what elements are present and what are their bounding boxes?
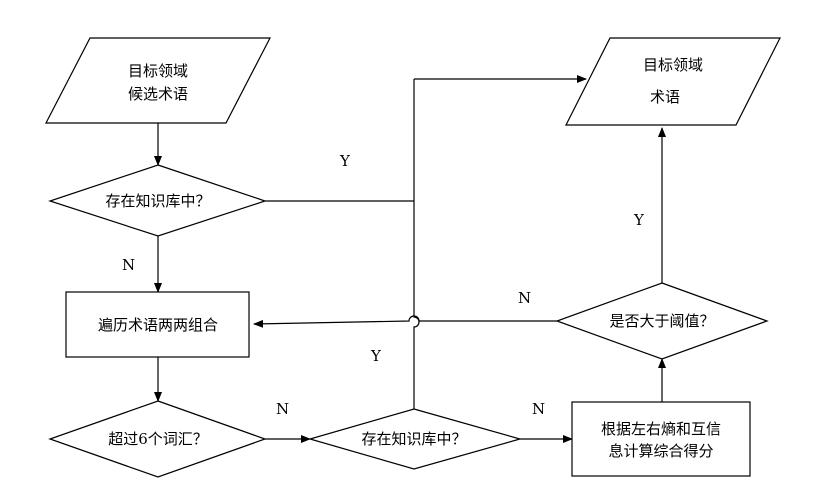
edge-threshold-to-combine bbox=[253, 315, 557, 328]
output-terms-line2: 术语 bbox=[650, 88, 680, 106]
check-kb-bottom-diamond bbox=[307, 408, 523, 470]
compute-score-box bbox=[571, 401, 751, 477]
input-parallelogram bbox=[45, 37, 271, 124]
output-terms-line1: 目标领域 bbox=[643, 56, 703, 74]
edge-label-top-no: N bbox=[122, 256, 135, 274]
check-kb-top-label: 存在知识库中？ bbox=[105, 192, 210, 210]
check-threshold-label: 是否大于阈值？ bbox=[609, 312, 714, 330]
edge-label-threshold-yes: Y bbox=[633, 211, 645, 229]
check-threshold-diamond bbox=[555, 282, 769, 360]
combine-label: 遍历术语两两组合 bbox=[98, 316, 218, 334]
edge-label-len-no: N bbox=[276, 400, 289, 418]
input-terms-line1: 目标领域 bbox=[128, 62, 188, 80]
edge-label-threshold-no: N bbox=[518, 289, 531, 307]
check-kb-bottom-label: 存在知识库中？ bbox=[361, 430, 466, 448]
combine-process-box bbox=[65, 291, 250, 358]
edge-trunk-vertical bbox=[413, 79, 420, 409]
check-length-diamond bbox=[48, 400, 267, 478]
compute-line2: 息计算综合得分 bbox=[608, 442, 713, 460]
input-terms-line2: 候选术语 bbox=[128, 85, 188, 103]
edge-label-kb-bottom-no: N bbox=[532, 400, 545, 418]
output-parallelogram bbox=[565, 37, 781, 126]
edge-label-top-yes: Y bbox=[339, 152, 351, 170]
check-length-label: 超过6个词汇？ bbox=[108, 430, 208, 448]
check-kb-top-diamond bbox=[48, 164, 267, 237]
edge-label-bottom-yes: Y bbox=[370, 347, 382, 365]
compute-line1: 根据左右熵和互信 bbox=[601, 420, 721, 438]
